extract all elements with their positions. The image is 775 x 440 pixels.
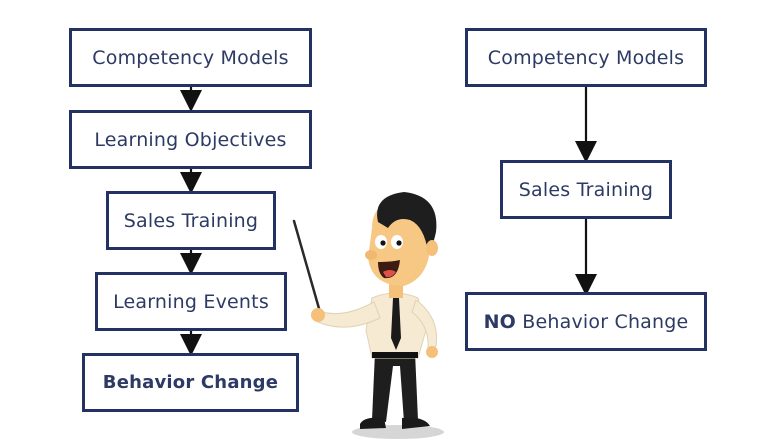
tie	[391, 298, 401, 350]
right-box-3-label: NO Behavior Change	[484, 311, 689, 333]
left-box-5-label: Behavior Change	[102, 372, 279, 393]
pointer-stick	[292, 219, 322, 314]
left-arm	[317, 301, 381, 328]
right-box-sales-training: Sales Training	[500, 160, 672, 219]
nose	[365, 250, 377, 260]
right-box-competency-models: Competency Models	[465, 28, 707, 87]
left-box-3-label: Sales Training	[123, 209, 259, 232]
left-box-sales-training: Sales Training	[106, 191, 276, 250]
left-box-2-label: Learning Objectives	[94, 128, 287, 151]
left-box-behavior-change: Behavior Change	[82, 353, 299, 412]
no-emphasis: NO	[483, 310, 517, 333]
tongue	[383, 270, 396, 278]
neck	[389, 282, 403, 298]
right-pupil	[396, 240, 402, 246]
right-shoe	[402, 417, 430, 429]
hair	[377, 192, 437, 252]
left-shoe	[360, 417, 386, 429]
right-hand	[426, 346, 438, 358]
left-box-1-label: Competency Models	[92, 46, 289, 69]
trousers	[372, 352, 418, 422]
left-box-4-label: Learning Events	[113, 290, 269, 313]
left-box-learning-events: Learning Events	[95, 272, 287, 331]
ear	[426, 240, 438, 256]
right-box-no-behavior-change: NO Behavior Change	[465, 292, 707, 351]
left-box-learning-objectives: Learning Objectives	[69, 110, 312, 169]
left-hand	[311, 308, 325, 322]
right-box-3-rest: Behavior Change	[516, 310, 689, 333]
left-pupil	[380, 240, 386, 246]
right-box-2-label: Sales Training	[518, 178, 654, 201]
right-box-1-label: Competency Models	[487, 46, 685, 69]
belt	[372, 352, 418, 358]
left-box-competency-models: Competency Models	[69, 28, 312, 87]
floor-shadow	[352, 425, 444, 439]
